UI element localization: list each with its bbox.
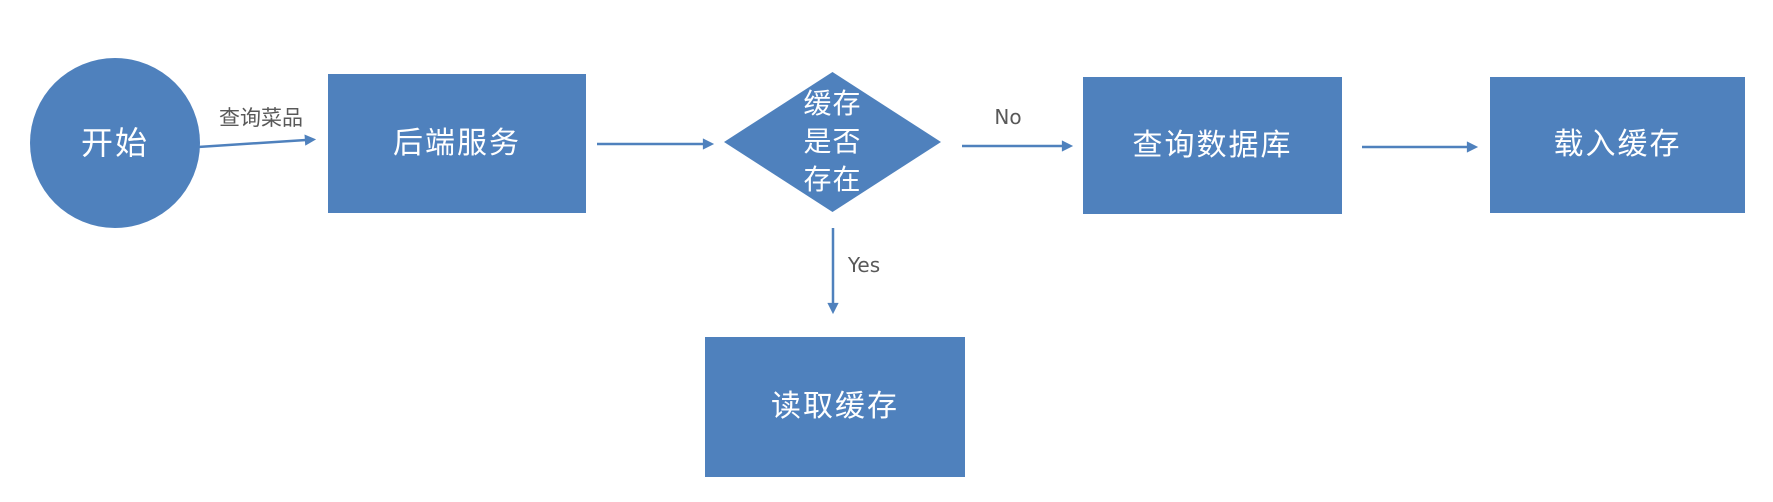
node-read-cache: 读取缓存	[705, 337, 965, 477]
node-query-database-label: 查询数据库	[1132, 127, 1293, 163]
node-start: 开始	[30, 58, 200, 228]
node-start-label: 开始	[80, 123, 149, 162]
decision-label-line-3: 存在	[803, 163, 862, 196]
node-backend-service-label: 后端服务	[393, 125, 521, 161]
decision-label-line-2: 是否	[803, 125, 862, 158]
node-query-database: 查询数据库	[1083, 77, 1342, 214]
node-cache-exists-label: 缓存 是否 存在	[803, 85, 861, 199]
edge-label-no: No	[994, 105, 1022, 129]
node-cache-exists-decision: 缓存 是否 存在	[724, 72, 941, 212]
node-load-cache: 载入缓存	[1490, 77, 1745, 213]
node-load-cache-label: 载入缓存	[1553, 127, 1682, 162]
node-backend-service: 后端服务	[328, 74, 586, 213]
edge-label-yes: Yes	[847, 253, 881, 277]
node-read-cache-label: 读取缓存	[771, 389, 899, 424]
decision-label-line-1: 缓存	[803, 87, 862, 120]
arrow-start-to-backend	[197, 134, 317, 149]
edge-label-query-dish: 查询菜品	[219, 106, 303, 130]
